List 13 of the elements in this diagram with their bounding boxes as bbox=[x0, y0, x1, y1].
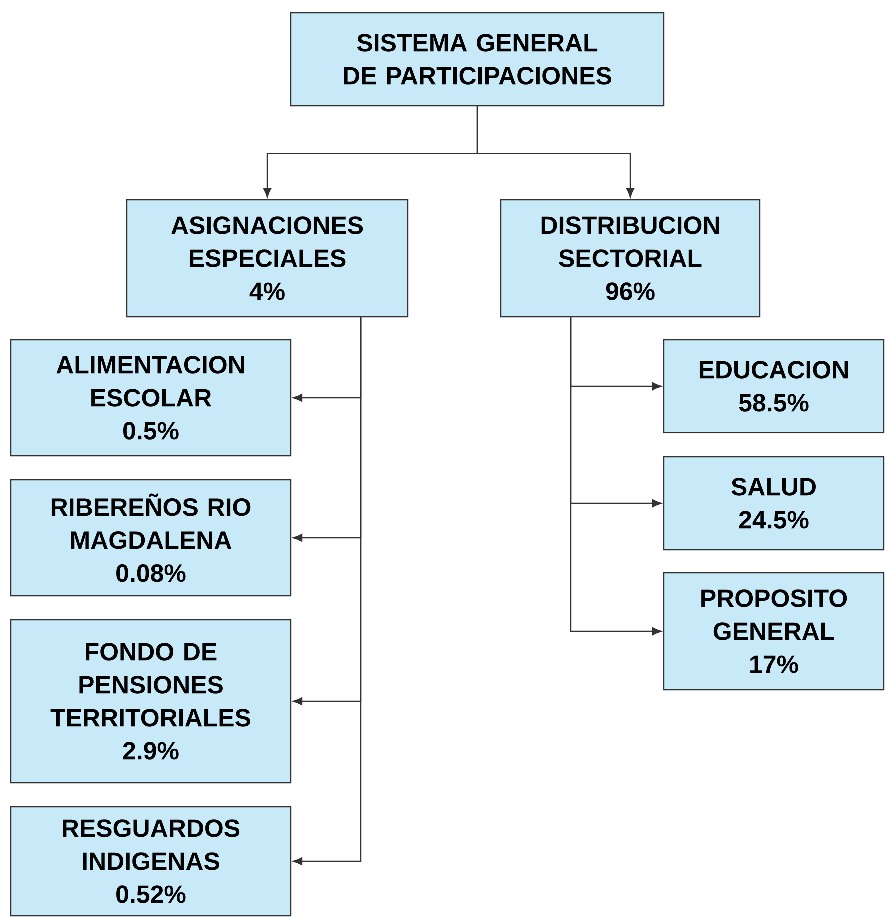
arrow bbox=[293, 318, 362, 866]
arrow bbox=[570, 318, 662, 636]
process-box: DISTRIBUCION SECTORIAL 96% bbox=[500, 199, 761, 318]
process-box: RESGUARDOS INDIGENAS 0.52% bbox=[10, 806, 292, 917]
process-box: SISTEMA GENERAL DE PARTICIPACIONES bbox=[290, 12, 665, 107]
process-box: ASIGNACIONES ESPECIALES 4% bbox=[126, 199, 409, 318]
process-box: EDUCACION 58.5% bbox=[663, 339, 885, 434]
process-box: SALUD 24.5% bbox=[663, 456, 885, 551]
process-box: RIBEREÑOS RIO MAGDALENA 0.08% bbox=[10, 479, 292, 597]
arrow bbox=[476, 106, 634, 198]
process-box: FONDO DE PENSIONES TERRITORIALES 2.9% bbox=[10, 619, 292, 784]
process-box: ALIMENTACION ESCOLAR 0.5% bbox=[10, 339, 292, 457]
process-box: PROPOSITO GENERAL 17% bbox=[663, 572, 885, 691]
